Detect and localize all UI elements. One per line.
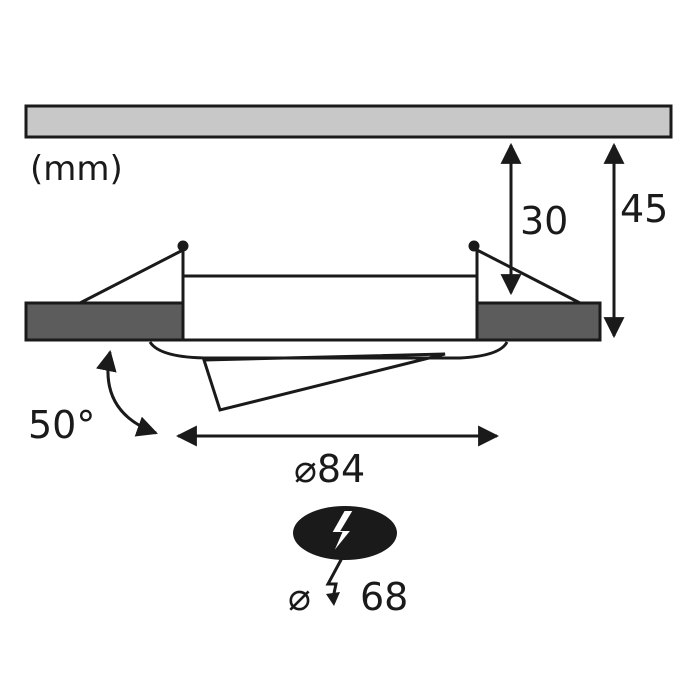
cutout-diameter-value: 68 (360, 575, 408, 619)
ceiling-bar (24, 104, 673, 139)
cutout-diameter-symbol: ⌀ (288, 575, 311, 619)
unit-label: (mm) (30, 149, 123, 189)
tilt-angle-arrow (96, 349, 158, 437)
depth-dimension-label: 30 (520, 199, 568, 243)
tilt-angle-label: 50° (28, 403, 95, 447)
drill-hole-icon (293, 506, 397, 606)
right-ceiling-panel (475, 301, 602, 342)
fixture-body (79, 240, 581, 412)
outer-diameter-label: ⌀84 (294, 447, 365, 491)
left-ceiling-panel (24, 301, 185, 342)
height-dimension-label: 45 (620, 187, 668, 231)
